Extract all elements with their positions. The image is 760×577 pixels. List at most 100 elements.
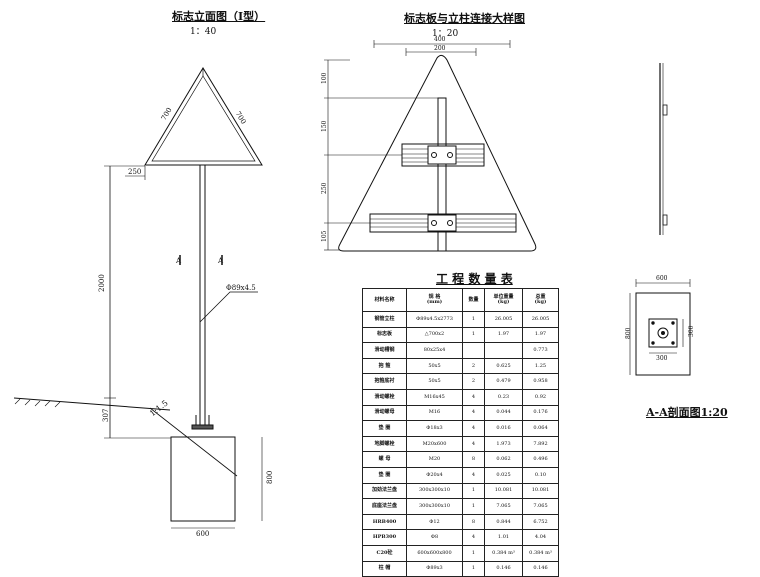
detail-drawing: 400 200 100 150 250 105 [321,36,537,252]
table-cell: 4 [462,435,485,453]
table-cell: 4.04 [522,529,559,546]
section-mark-left: A [175,257,182,265]
table-cell: 0.958 [522,373,559,390]
table-cell [484,342,523,359]
table-title: 工 程 数 量 表 [436,272,513,286]
section-foundation [635,292,691,376]
section-base-plate [648,318,678,348]
table-cell: HRB400 [362,513,407,531]
table-header-row: 材料名称 规 格 (mm) 数量 单位重量 (kg) 总重 (kg) [362,288,559,312]
table-cell: Φ89x4.5x2773 [406,311,463,328]
table-cell: C20砼 [362,544,407,562]
header-total-weight: 总重 (kg) [522,288,559,312]
section-drawing: 600 800 300 300 [625,63,695,376]
detail-width-outer: 400 [434,36,446,43]
table-cell: 10.081 [484,482,523,500]
detail-post [437,97,447,252]
table-cell: 0.176 [522,404,559,422]
table-cell: Φ8 [406,529,463,546]
detail-scale: 1：20 [432,29,459,39]
table-cell: 钢管立柱 [362,311,407,328]
elevation-title: 标志立面图（Ⅰ型） [172,10,266,23]
table-cell: 加劲法兰盘 [362,482,407,500]
side-right-label: 700 [234,110,248,126]
table-cell: 1 [462,326,485,344]
embed-label: 307 [102,409,110,422]
table-cell: 1.97 [484,326,523,344]
table-cell: 垫 圈 [362,466,407,484]
pipe-label: Φ89x4.5 [226,284,256,292]
section-height: 800 [625,327,632,339]
table-cell: 1 [462,498,485,515]
table-cell: 600x600x800 [406,544,463,562]
table-cell: 地脚螺栓 [362,435,407,453]
table-cell: 1.25 [522,357,559,375]
table-cell: 垫 圈 [362,420,407,437]
table-cell: 300x300x10 [406,498,463,515]
table-cell: 6.752 [522,513,559,531]
table-cell: 滑动螺栓 [362,388,407,406]
foundation-width-label: 600 [196,530,209,538]
table-cell [462,342,485,359]
table-cell: 0.064 [522,420,559,437]
header-quantity: 数量 [462,288,485,312]
table-cell: 4 [462,420,485,437]
table-cell: 1 [462,482,485,500]
table-cell: 4 [462,466,485,484]
table-cell: 标志板 [362,326,407,344]
table-cell: 1 [462,311,485,328]
table-cell: M20 [406,451,463,468]
ground-line [13,397,171,411]
table-cell: Φ18x3 [406,420,463,437]
table-cell: 1.973 [484,435,523,453]
table-cell: 1.97 [522,326,559,344]
table-cell: 0.496 [522,451,559,468]
table-cell: 50x5 [406,357,463,375]
height-label: 2000 [98,274,106,292]
table-cell: M16 [406,404,463,422]
table-cell: 50x5 [406,373,463,390]
table-cell: 抱箍底衬 [362,373,407,390]
table-cell: 0.146 [522,560,559,577]
table-cell: 4 [462,388,485,406]
elevation-scale: 1：40 [190,27,217,37]
table-cell: Φ89x3 [406,560,463,577]
table-cell: 4 [462,529,485,546]
section-width: 600 [656,275,668,282]
table-cell: HPB300 [362,529,407,546]
table-cell: 2 [462,373,485,390]
detail-dim-105: 105 [321,230,328,242]
table-cell: 滑动螺母 [362,404,407,422]
table-cell: 26.005 [484,311,523,328]
table-cell: 7.065 [484,498,523,515]
section-mark-right: A [217,257,224,265]
sign-inner-outline [151,75,256,162]
table-cell: 0.23 [484,388,523,406]
table-cell: 滑动槽钢 [362,342,407,359]
sign-outline [144,67,263,166]
table-cell: 7.892 [522,435,559,453]
table-cell: 0.844 [484,513,523,531]
table-cell: 1 [462,560,485,577]
plate-height: 300 [688,325,695,337]
table-cell: 0.016 [484,420,523,437]
table-cell: 0.384 m³ [484,544,523,562]
offset-label: 250 [128,168,141,176]
table-cell: M16x45 [406,388,463,406]
table-cell: 4 [462,404,485,422]
detail-dim-150: 150 [321,120,328,132]
table-cell: 0.384 m³ [522,544,559,562]
table-cell: 0.062 [484,451,523,468]
table-cell: M20x600 [406,435,463,453]
table-cell: 0.044 [484,404,523,422]
table-cell: 8 [462,513,485,531]
